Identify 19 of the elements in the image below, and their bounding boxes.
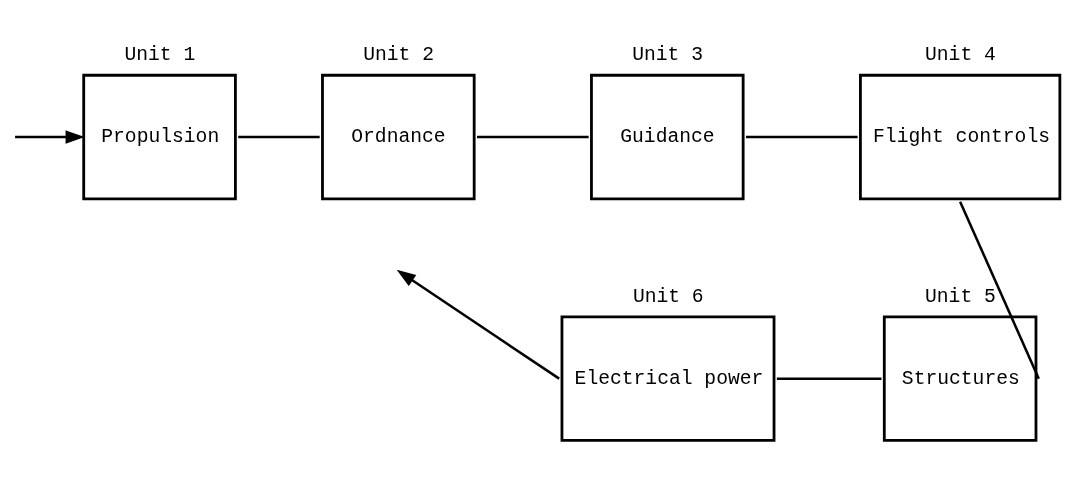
- node-box: Ordnance: [321, 73, 476, 201]
- node-box: Flight controls: [859, 73, 1062, 201]
- node-label: Unit 2: [363, 44, 434, 67]
- connector: [238, 135, 320, 139]
- node-label: Unit 6: [632, 285, 704, 308]
- arrow: [15, 130, 85, 144]
- connector: [959, 201, 1040, 380]
- connector: [776, 377, 882, 380]
- node-label: Unit 3: [632, 44, 703, 67]
- node-box: Electrical power: [560, 315, 776, 442]
- arrow: [396, 269, 560, 380]
- node-box: Propulsion: [82, 73, 237, 201]
- node-label: Unit 1: [124, 44, 196, 67]
- node-box: Guidance: [590, 73, 745, 201]
- connector: [477, 135, 589, 139]
- node-label: Unit 5: [925, 285, 996, 308]
- node-label: Unit 4: [925, 44, 996, 67]
- connector: [745, 135, 858, 139]
- node-box: Structures: [882, 315, 1038, 442]
